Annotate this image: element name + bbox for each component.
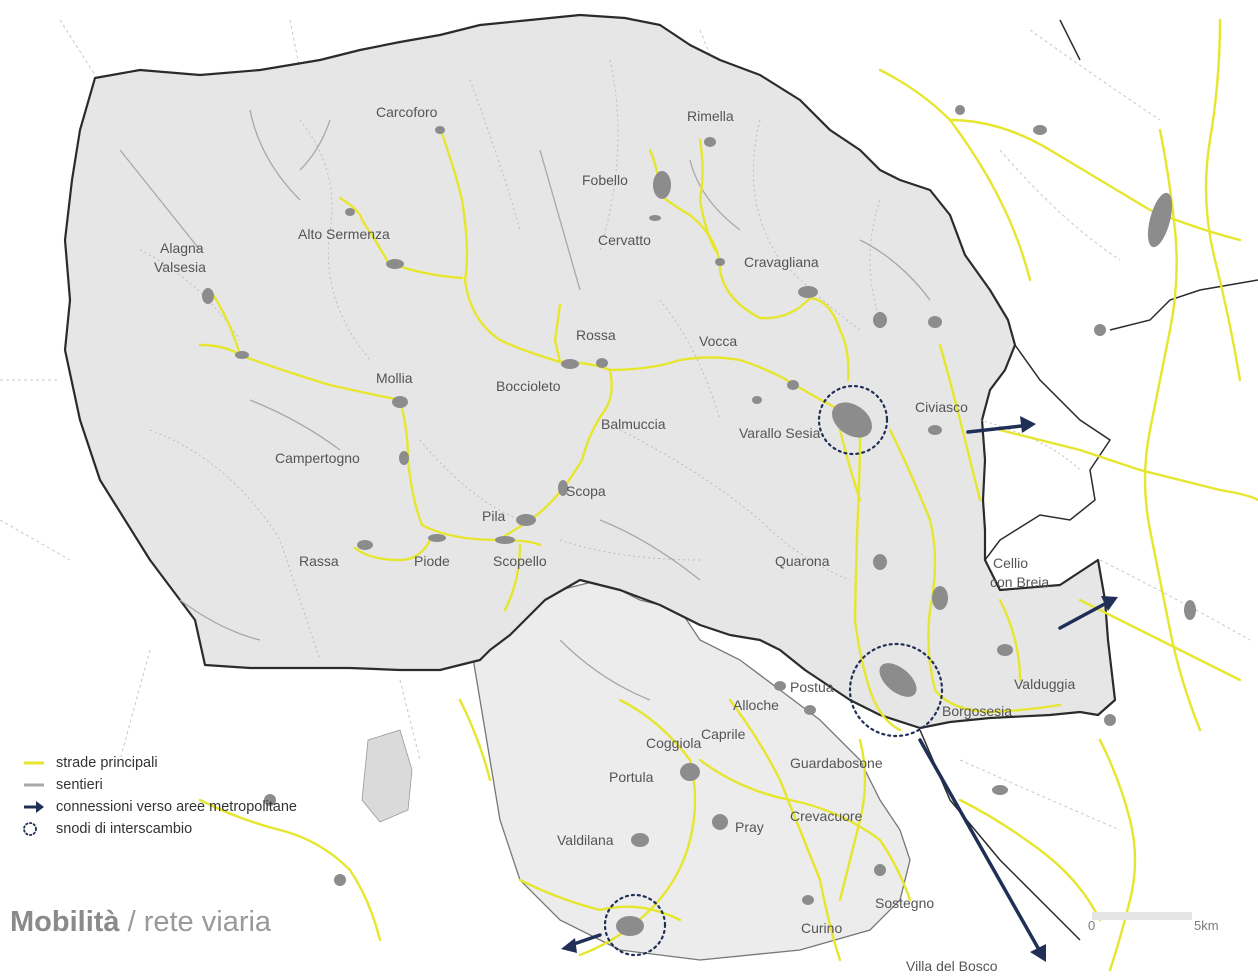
place-label: Cravagliana — [744, 254, 819, 270]
place-label: Balmuccia — [601, 416, 666, 432]
place-label: Rassa — [299, 553, 339, 569]
title-separator: / — [119, 906, 144, 938]
legend-label: snodi di interscambio — [56, 821, 193, 837]
place-label: con Breia — [990, 574, 1050, 590]
place-label: Valdilana — [557, 832, 614, 848]
place-label: Borgosesia — [942, 703, 1013, 719]
place-label: Varallo Sesia — [739, 425, 821, 441]
interchange-node-valdilana — [603, 893, 667, 957]
dotted-circle-icon — [22, 821, 56, 837]
place-label: Piode — [414, 553, 450, 569]
place-label: Scopa — [566, 483, 606, 499]
place-label: Boccioleto — [496, 378, 561, 394]
place-label: Cellio — [993, 555, 1029, 571]
interchange-nodes — [603, 384, 944, 957]
small-enclave — [361, 729, 413, 823]
place-label: Villa del Bosco — [906, 958, 998, 974]
place-label: Crevacuore — [790, 808, 863, 824]
map-legend: strade principali sentieri connessioni v… — [22, 752, 297, 840]
legend-label: connessioni verso aree metropolitane — [56, 799, 297, 815]
legend-label: strade principali — [56, 755, 158, 771]
place-label: Alto Sermenza — [298, 226, 390, 242]
scale-start-label: 0 — [1088, 918, 1096, 933]
title-rest: rete viaria — [143, 906, 272, 938]
place-label: Rimella — [687, 108, 734, 124]
place-label: Scopello — [493, 553, 547, 569]
place-label: Vocca — [699, 333, 738, 349]
place-label: Civiasco — [915, 399, 968, 415]
trails — [119, 109, 931, 701]
legend-item-trails: sentieri — [22, 774, 297, 796]
place-label: Sostegno — [875, 895, 935, 911]
place-label: Carcoforo — [376, 104, 438, 120]
place-label: Portula — [609, 769, 654, 785]
place-label: Mollia — [376, 370, 413, 386]
place-label: Cervatto — [598, 232, 651, 248]
place-label: Campertogno — [275, 450, 360, 466]
place-label: Alagna — [160, 240, 204, 256]
place-label: Caprile — [701, 726, 746, 742]
legend-item-main-roads: strade principali — [22, 752, 297, 774]
gray-line-swatch — [22, 782, 56, 788]
place-label: Pray — [735, 819, 764, 835]
interchange-node-borgosesia — [848, 642, 944, 738]
main-region-area — [63, 13, 1117, 730]
place-label: Coggiola — [646, 735, 702, 751]
settlements — [202, 105, 1196, 936]
title-bold: Mobilità — [10, 906, 120, 938]
scale-end-label: 5km — [1194, 918, 1219, 933]
scale-bar: 0 5km — [1082, 912, 1232, 942]
place-label: Quarona — [775, 553, 830, 569]
connection-arrowheads — [561, 416, 1118, 962]
legend-item-interchange: snodi di interscambio — [22, 818, 297, 840]
place-label: Curino — [801, 920, 843, 936]
scale-bar-rect — [1092, 912, 1192, 920]
place-label: Valduggia — [1014, 676, 1076, 692]
place-label: Rossa — [576, 327, 616, 343]
place-label: Alloche — [733, 697, 779, 713]
map-title: Mobilità / rete viaria — [10, 906, 271, 939]
yellow-line-swatch — [22, 760, 56, 766]
interchange-node-varallo — [817, 384, 889, 456]
arrow-right-icon — [22, 800, 56, 814]
place-label: Pila — [482, 508, 506, 524]
place-label: Fobello — [582, 172, 628, 188]
legend-label: sentieri — [56, 777, 103, 793]
legend-item-connections: connessioni verso aree metropolitane — [22, 796, 297, 818]
place-label: Postua — [790, 679, 834, 695]
place-label: Guardabosone — [790, 755, 883, 771]
place-label: Valsesia — [154, 259, 206, 275]
